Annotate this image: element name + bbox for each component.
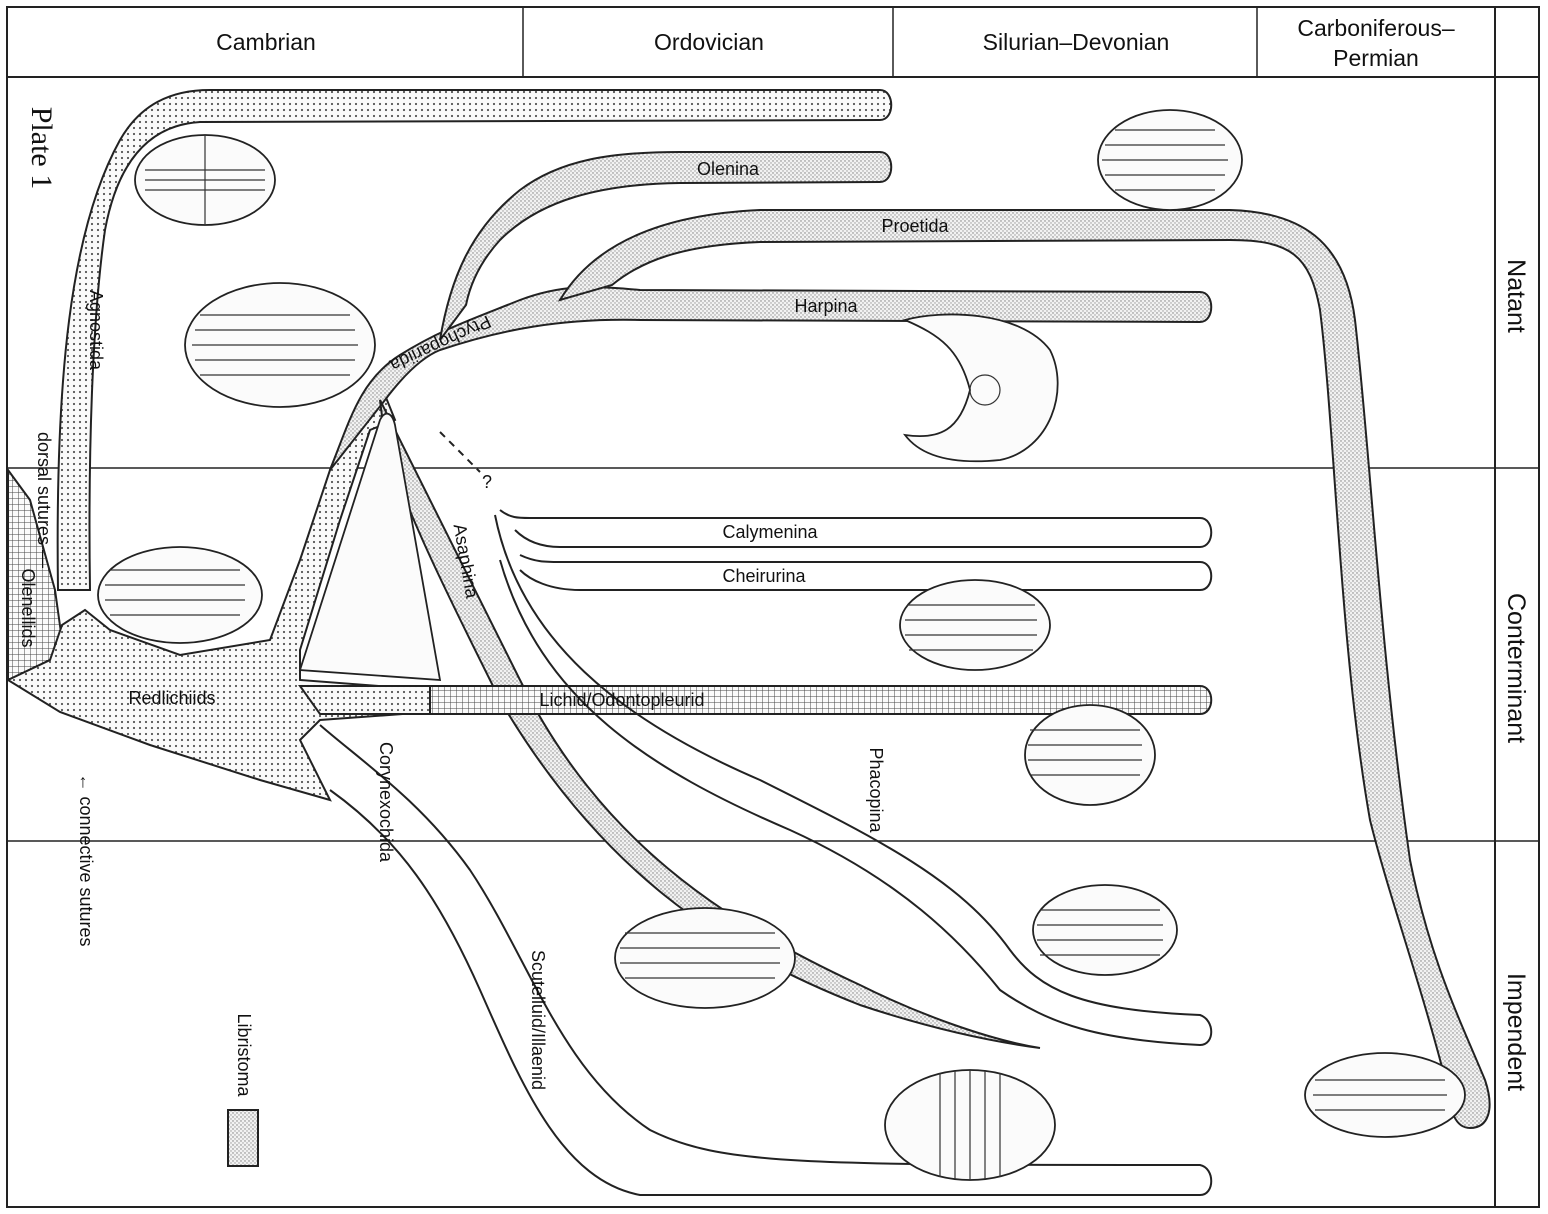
ptychopariida-branch <box>330 287 1211 470</box>
trilobite-illustration <box>615 908 795 1008</box>
label-ptychopariida: Ptychopariida <box>386 311 494 376</box>
period-ordovician: Ordovician <box>654 29 764 55</box>
lichid-dotted <box>300 686 430 714</box>
trilobite-illustration <box>185 283 375 407</box>
plate-label: Plate 1 <box>25 107 58 190</box>
zone-natant: Natant <box>1502 259 1530 333</box>
zone-impendent: Impendent <box>1502 973 1530 1091</box>
zone-conterminant: Conterminant <box>1502 593 1530 743</box>
label-connective-sutures: ← connective sutures <box>76 773 96 946</box>
trilobite-illustration <box>135 135 275 225</box>
period-silurian-devonian: Silurian–Devonian <box>983 29 1170 55</box>
legend-label: Libristoma <box>234 1013 254 1097</box>
trilobite-illustration <box>1025 705 1155 805</box>
label-redlichiids: Redlichiids <box>128 688 215 708</box>
legend-swatch <box>228 1110 258 1166</box>
label-harpina: Harpina <box>794 296 858 316</box>
label-phacopina: Phacopina <box>866 747 886 833</box>
period-cambrian: Cambrian <box>216 29 316 55</box>
question-mark: ? <box>482 472 492 492</box>
label-proetida: Proetida <box>881 216 949 236</box>
period-permian: Permian <box>1333 45 1419 71</box>
period-carboniferous: Carboniferous– <box>1297 15 1454 41</box>
label-cheirurina: Cheirurina <box>722 566 806 586</box>
label-calymenina: Calymenina <box>722 522 818 542</box>
trilobite-illustration <box>1305 1053 1465 1137</box>
label-olenina: Olenina <box>697 159 760 179</box>
trilobite-illustration <box>1098 110 1242 210</box>
trilobite-illustration <box>900 580 1050 670</box>
trilobite-illustration <box>885 1070 1055 1180</box>
label-olenellids: Olenellids <box>18 568 38 647</box>
label-lichid-odontopleurid: Lichid/Odontopleurid <box>539 690 704 710</box>
label-corynexochida: Corynexochida <box>376 742 396 863</box>
cheirurina-branch <box>520 555 1211 590</box>
trilobite-illustration <box>905 314 1058 461</box>
calymenina-branch <box>500 510 1211 547</box>
label-agnostida: Agnostida <box>86 290 106 371</box>
label-scutelluid-illaenid: Scutelluid/Illaenid <box>528 950 548 1090</box>
trilobite-illustration <box>98 547 262 643</box>
trilobite-illustration <box>1033 885 1177 975</box>
dashed-link <box>440 432 480 472</box>
label-dorsal-sutures: dorsal sutures — <box>34 432 54 568</box>
